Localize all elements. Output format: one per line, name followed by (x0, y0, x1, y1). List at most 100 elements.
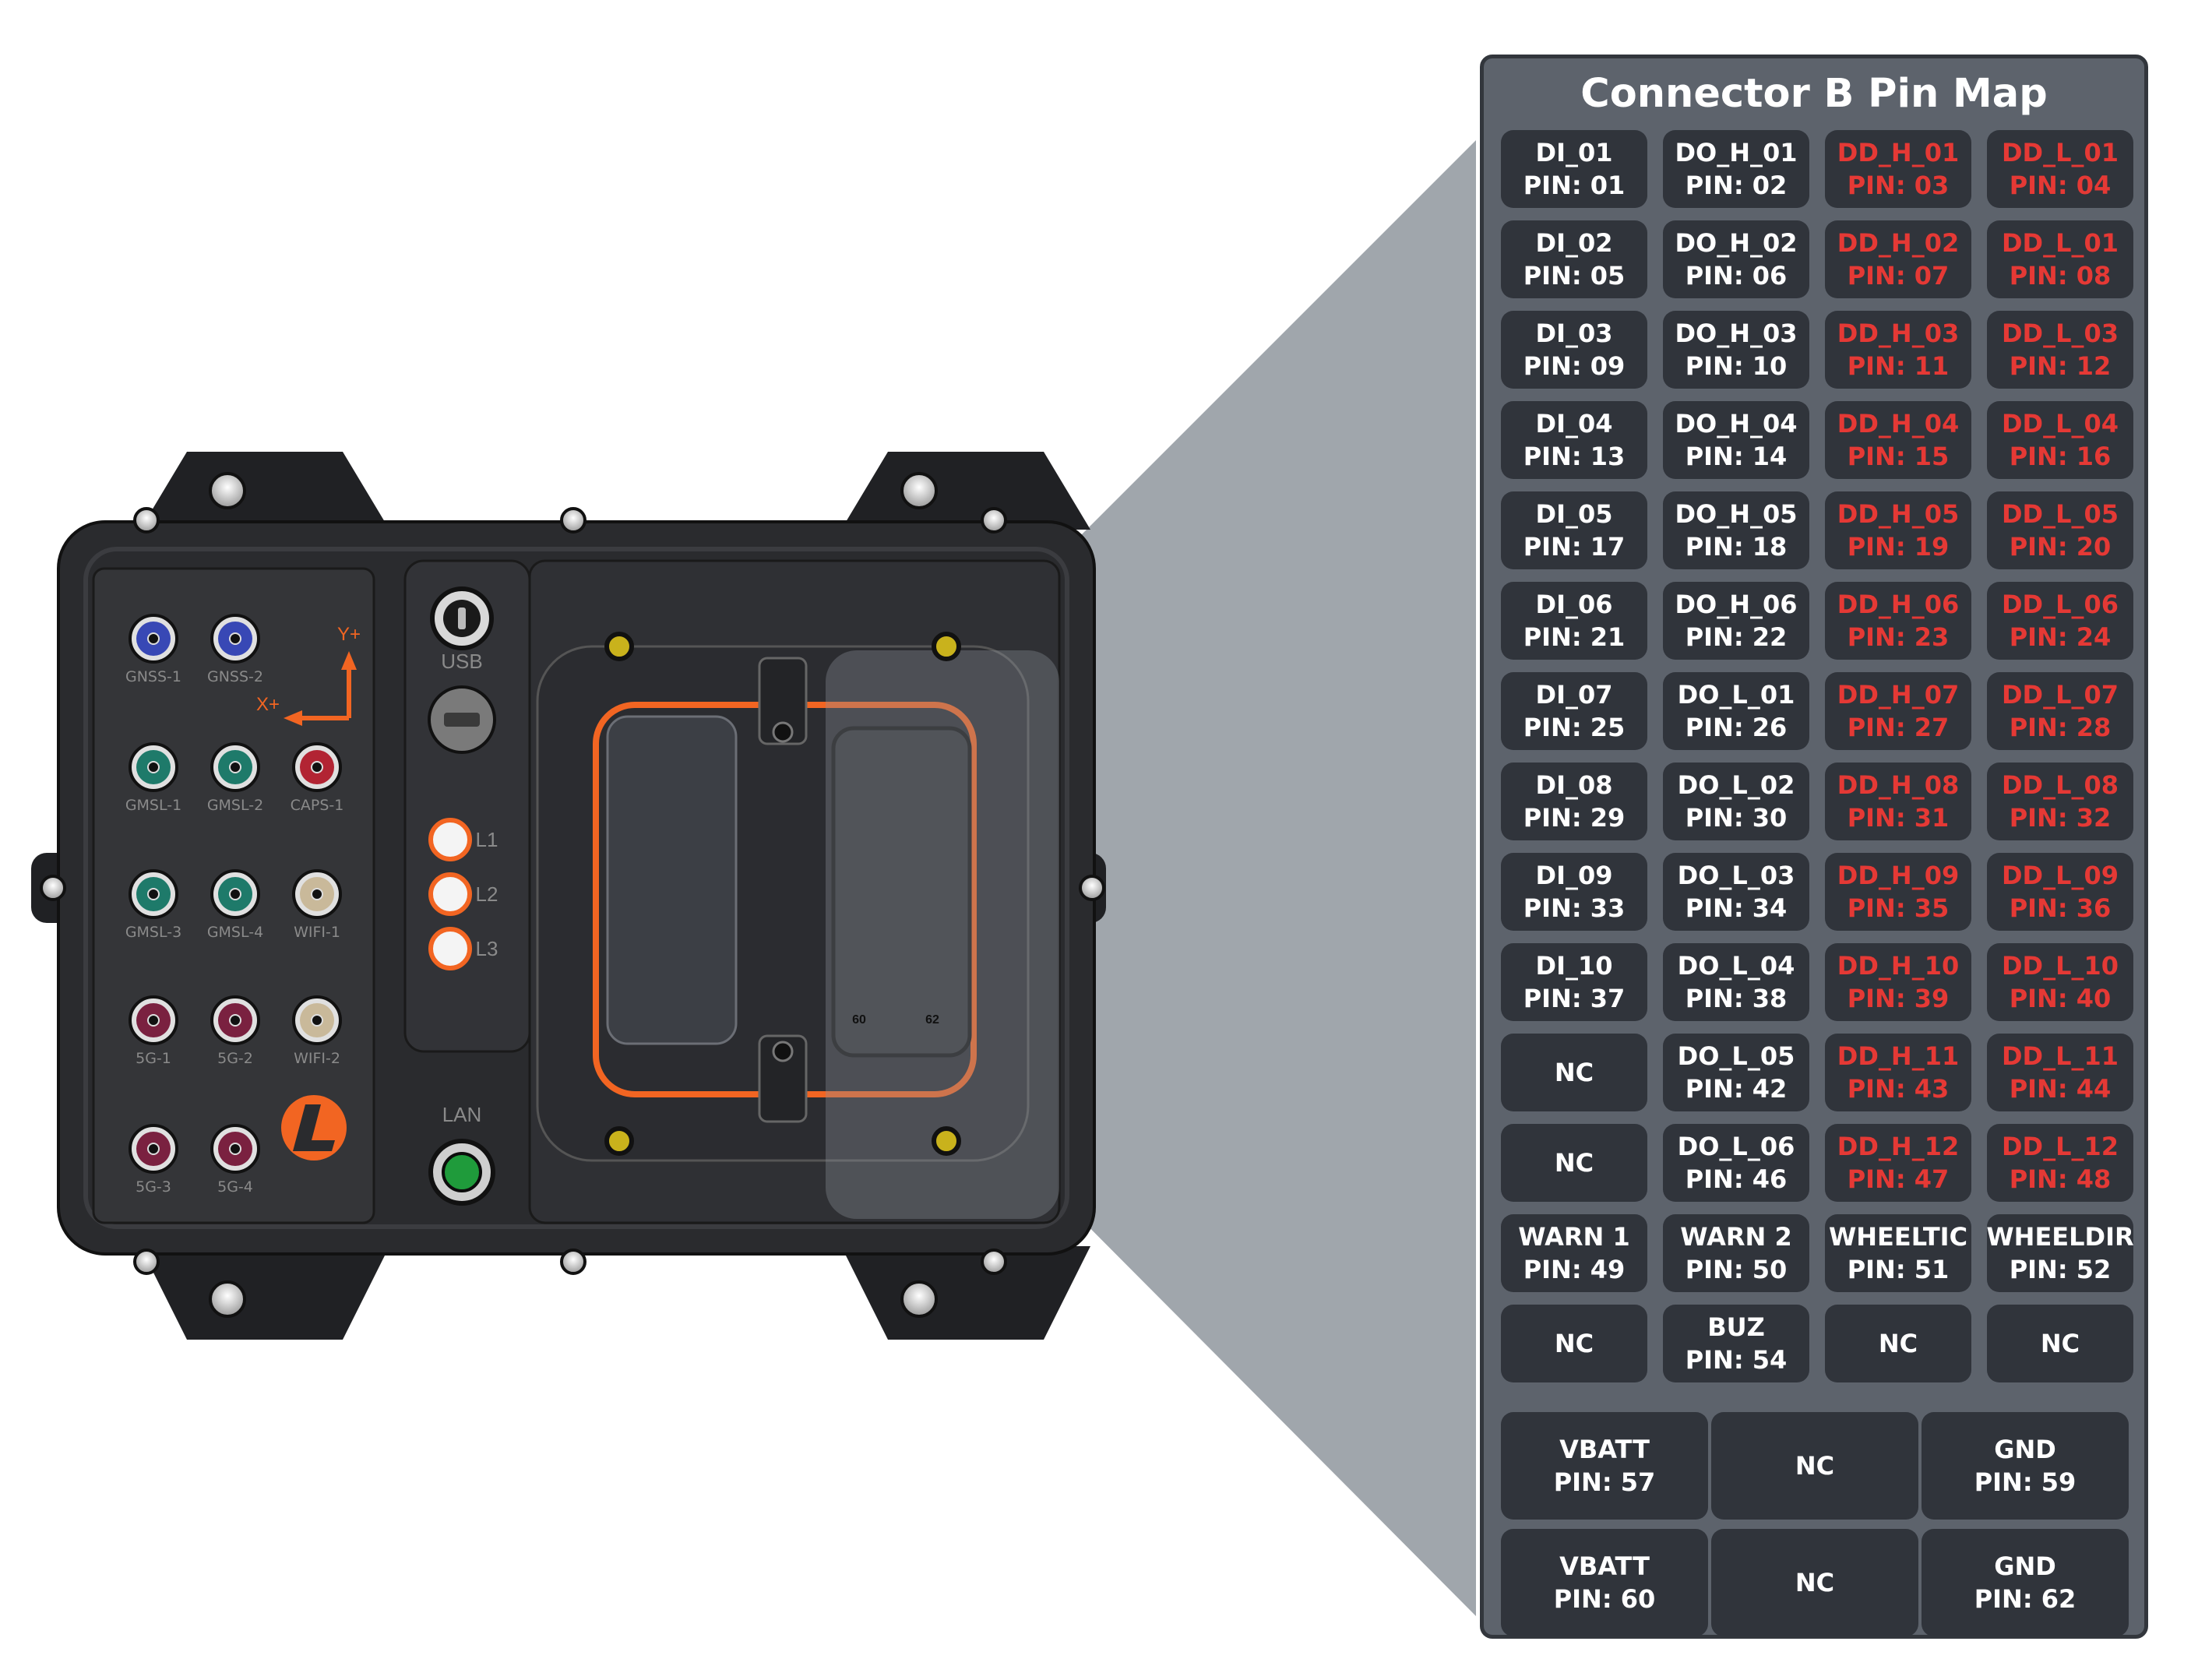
pin-signal-name: DD_H_03 (1837, 319, 1960, 348)
pin-signal-name: DD_L_05 (2001, 499, 2119, 529)
pin-number: PIN: 35 (1847, 893, 1950, 923)
pin-number: PIN: 47 (1847, 1164, 1950, 1194)
pin-signal-name: VBATT (1559, 1435, 1650, 1464)
pin-number: PIN: 10 (1685, 351, 1788, 381)
coax-connector[interactable]: GMSL-3 (125, 869, 181, 941)
connector-label: GMSL-3 (125, 924, 181, 941)
pin-signal-name: DO_H_02 (1675, 228, 1798, 258)
pin-signal-name: DD_H_01 (1837, 138, 1960, 167)
coax-connector[interactable]: WIFI-1 (292, 869, 342, 941)
pin-number: PIN: 49 (1523, 1255, 1626, 1284)
pin-signal-name: DD_H_04 (1837, 409, 1960, 438)
pin-map-title: Connector B Pin Map (1580, 71, 2048, 117)
pin-signal-name: DD_L_01 (2001, 138, 2119, 167)
pin-signal-name: WARN 1 (1518, 1222, 1630, 1252)
connector-label: GMSL-1 (125, 797, 181, 814)
pin-number: PIN: 15 (1847, 442, 1950, 471)
usb-label: USB (441, 650, 482, 673)
yellow-screw (604, 1126, 634, 1156)
pin-signal-name: DD_L_11 (2001, 1041, 2119, 1071)
mount-bracket-top (140, 452, 1090, 530)
pin-number: PIN: 62 (1974, 1584, 2077, 1614)
pin-cell: NC (1825, 1305, 1971, 1382)
pin-signal-name: DO_L_02 (1677, 770, 1795, 800)
pin-number: PIN: 18 (1685, 532, 1788, 562)
pin-number: PIN: 59 (1974, 1467, 2077, 1497)
latch-screw-bottom (772, 1041, 794, 1062)
pin-signal-name: DI_05 (1535, 499, 1613, 529)
yellow-screw (604, 632, 634, 661)
coax-connector[interactable]: GMSL-4 (207, 869, 263, 941)
coax-connector[interactable]: GNSS-2 (207, 614, 263, 685)
latch-screw-top (772, 721, 794, 743)
coax-connector[interactable]: GNSS-1 (125, 614, 181, 685)
pin-signal-name: DD_L_09 (2001, 861, 2119, 890)
pin-number: PIN: 12 (2009, 351, 2112, 381)
pin-signal-name: DD_H_11 (1837, 1041, 1960, 1071)
coax-connector[interactable]: 5G-4 (210, 1124, 260, 1196)
connector-label: GNSS-2 (207, 668, 263, 685)
pin-number: PIN: 28 (2009, 713, 2112, 742)
pin-signal-name: DD_H_05 (1837, 499, 1960, 529)
pin-number: PIN: 34 (1685, 893, 1788, 923)
connector-label: CAPS-1 (291, 797, 344, 814)
pin-signal-name: NC (1554, 1058, 1594, 1087)
coax-connector[interactable]: 5G-1 (129, 995, 178, 1067)
connector-housing-right (831, 726, 972, 1058)
pin-cell: NC (1501, 1034, 1647, 1111)
axis-label-y: Y+ (337, 624, 361, 645)
pin-number: PIN: 04 (2009, 171, 2112, 200)
coax-connector[interactable]: GMSL-2 (207, 742, 263, 814)
coax-connector[interactable]: 5G-3 (129, 1124, 178, 1196)
pin-signal-name: DD_L_10 (2001, 951, 2119, 981)
pin-signal-name: DO_H_04 (1675, 409, 1798, 438)
pin-number: PIN: 11 (1847, 351, 1950, 381)
pin-number: PIN: 57 (1553, 1467, 1656, 1497)
pin-signal-name: WHEELTIC (1828, 1222, 1968, 1252)
pin-signal-name: DD_H_08 (1837, 770, 1960, 800)
connector-label: WIFI-1 (294, 924, 340, 941)
coax-connector[interactable]: CAPS-1 (291, 742, 344, 814)
pin-signal-name: DO_L_05 (1677, 1041, 1795, 1071)
pin-signal-name: DD_L_07 (2001, 680, 2119, 710)
axis-indicator: Y+ X+ (256, 624, 361, 726)
pin-number: PIN: 07 (1847, 261, 1950, 291)
highlight-overlay (826, 650, 1059, 1219)
zoom-projection (740, 140, 1476, 1616)
pin-signal-name: DD_L_01 (2001, 228, 2119, 258)
pin-number: PIN: 48 (2009, 1164, 2112, 1194)
pin-signal-name: DO_H_05 (1675, 499, 1798, 529)
coax-connector[interactable]: 5G-2 (210, 995, 260, 1067)
pin-signal-name: DO_H_03 (1675, 319, 1798, 348)
connector-latch-bottom (758, 1034, 808, 1123)
pin-signal-name: DI_10 (1535, 951, 1613, 981)
coax-connector[interactable]: WIFI-2 (292, 995, 342, 1067)
pin-number: PIN: 50 (1685, 1255, 1788, 1284)
coax-connector[interactable]: GMSL-1 (125, 742, 181, 814)
mount-bracket-bottom (140, 1246, 1090, 1340)
pin-number: PIN: 19 (1847, 532, 1950, 562)
